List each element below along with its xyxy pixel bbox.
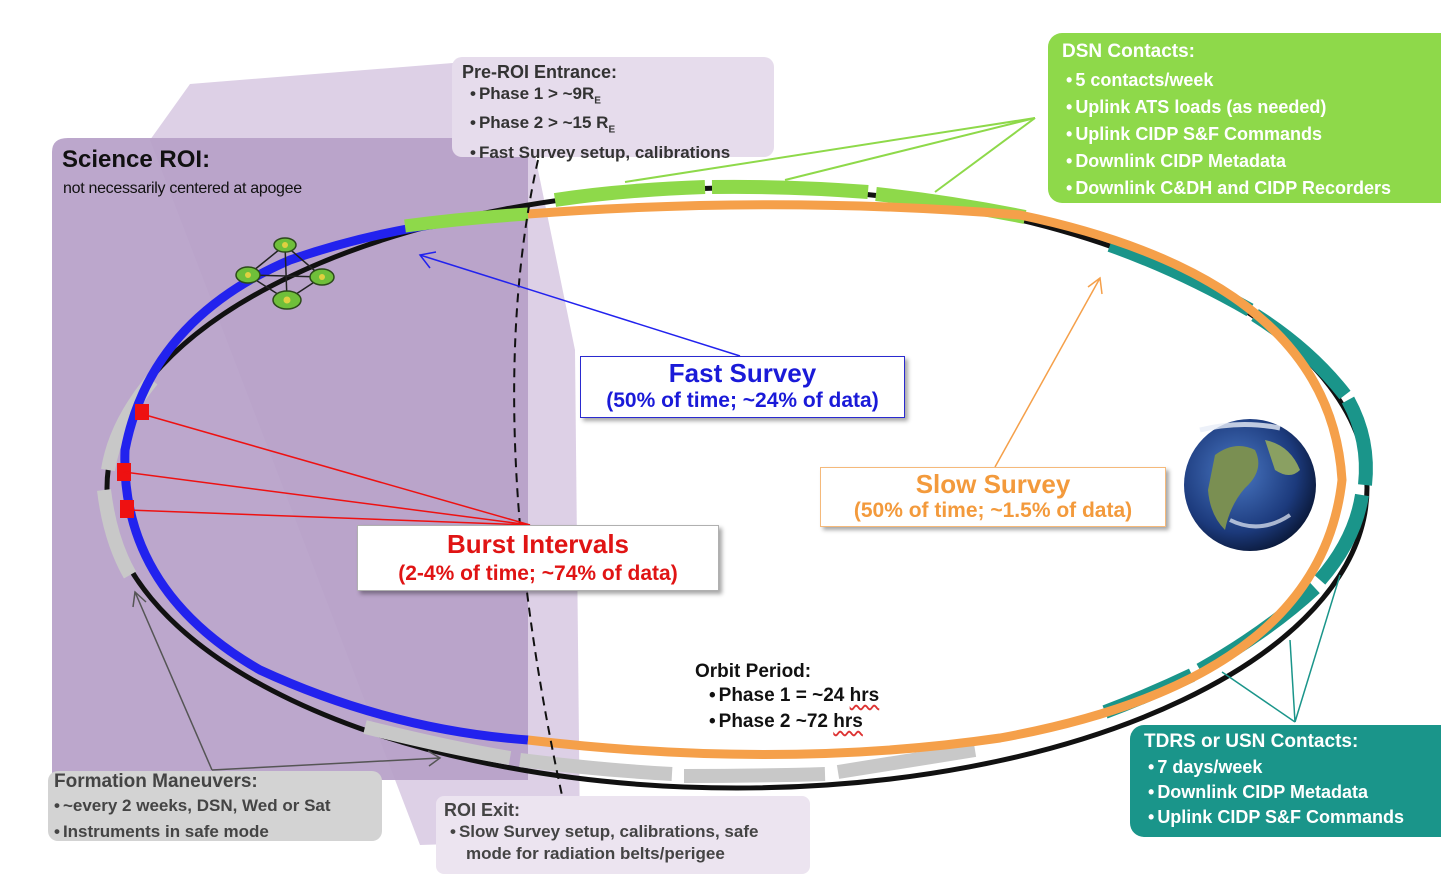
dsn-item: Uplink CIDP S&F Commands	[1062, 121, 1427, 148]
formation-arrows	[132, 590, 442, 771]
science-roi-subtitle: not necessarily centered at apogee	[63, 180, 302, 197]
dsn-arrows	[624, 117, 1036, 193]
slow-survey-arc	[527, 200, 1347, 759]
pre-roi-title: Pre-ROI Entrance:	[462, 62, 618, 82]
orbit-phase-1: Phase 1 = ~24 hrs	[695, 683, 880, 709]
dsn-title: DSN Contacts:	[1062, 41, 1196, 62]
tdrs-arrows	[1221, 574, 1341, 723]
fast-survey-arrow	[418, 251, 741, 357]
dsn-item: Downlink CIDP Metadata	[1062, 148, 1427, 175]
roi-boundary-dashed	[513, 159, 564, 801]
burst-intervals-callout: Burst Intervals (2-4% of time; ~74% of d…	[357, 525, 719, 591]
orbit-phase-2: Phase 2 ~72 hrs	[695, 709, 879, 735]
tdrs-item: 7 days/week	[1144, 755, 1427, 780]
slow-survey-arrow	[994, 276, 1103, 468]
earth-icon	[1184, 419, 1316, 551]
earth-radius-subscript: E	[608, 124, 616, 136]
burst-arrows	[123, 413, 531, 526]
dsn-contacts-box: DSN Contacts: 5 contacts/week Uplink ATS…	[1048, 33, 1441, 203]
formation-item: ~every 2 weeks, DSN, Wed or Sat	[54, 793, 376, 819]
spacecraft-formation-icon	[235, 237, 335, 310]
dsn-item: 5 contacts/week	[1062, 67, 1427, 94]
slow-survey-callout: Slow Survey (50% of time; ~1.5% of data)	[820, 467, 1166, 527]
fast-survey-callout: Fast Survey (50% of time; ~24% of data)	[580, 356, 905, 418]
science-roi-title: Science ROI:	[62, 146, 211, 173]
slow-survey-detail: (50% of time; ~1.5% of data)	[853, 499, 1133, 522]
fast-survey-title: Fast Survey	[668, 358, 817, 388]
roi-exit-title: ROI Exit:	[444, 800, 521, 820]
fast-survey-detail: (50% of time; ~24% of data)	[606, 389, 879, 412]
formation-maneuvers-box: Formation Maneuvers: ~every 2 weeks, DSN…	[48, 771, 382, 841]
pre-roi-item: Phase 1 > ~9RE	[470, 83, 764, 112]
formation-title: Formation Maneuvers:	[54, 771, 258, 792]
tdrs-item: Uplink CIDP S&F Commands	[1144, 805, 1427, 830]
formation-item: Instruments in safe mode	[54, 819, 376, 845]
pre-roi-item: Phase 2 > ~15 RE	[470, 112, 764, 141]
orbit-period-block: Orbit Period: Phase 1 = ~24 hrs Phase 2 …	[695, 661, 879, 735]
pre-roi-item: Fast Survey setup, calibrations	[470, 142, 764, 164]
fast-survey-green-cap	[404, 207, 529, 233]
fast-survey-arc	[120, 209, 529, 745]
slow-survey-title: Slow Survey	[915, 469, 1071, 499]
burst-title: Burst Intervals	[446, 529, 630, 559]
dsn-item: Uplink ATS loads (as needed)	[1062, 94, 1427, 121]
tdrs-item: Downlink CIDP Metadata	[1144, 780, 1427, 805]
roi-exit-item-continued: mode for radiation belts/perigee	[466, 844, 725, 863]
tdrs-title: TDRS or USN Contacts:	[1144, 731, 1359, 752]
dsn-item: Downlink C&DH and CIDP Recorders	[1062, 175, 1427, 202]
pre-roi-entrance-box: Pre-ROI Entrance: Phase 1 > ~9RE Phase 2…	[452, 57, 774, 162]
burst-detail: (2-4% of time; ~74% of data)	[398, 562, 678, 585]
tdrs-contacts-box: TDRS or USN Contacts: 7 days/week Downli…	[1130, 725, 1441, 837]
earth-radius-subscript: E	[594, 95, 601, 107]
orbit-period-title: Orbit Period:	[695, 661, 812, 682]
roi-exit-box: ROI Exit: Slow Survey setup, calibration…	[436, 796, 810, 874]
roi-exit-item: Slow Survey setup, calibrations, safe	[444, 821, 802, 843]
